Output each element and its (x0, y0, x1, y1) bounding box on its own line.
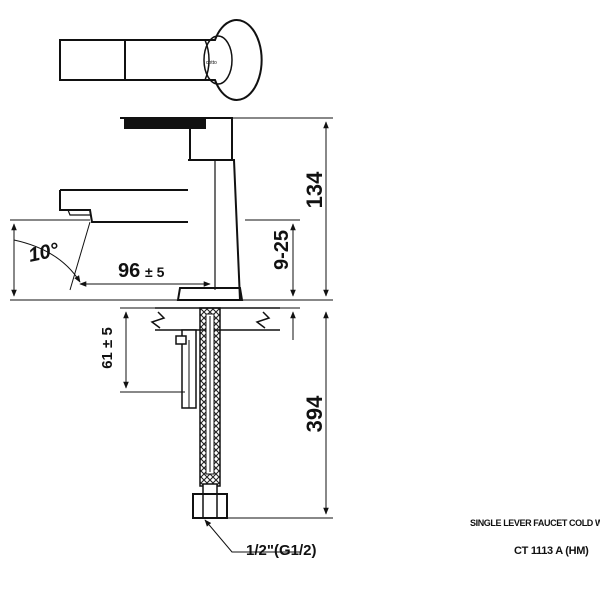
logo-text: cotto (206, 60, 217, 66)
product-name: SINGLE LEVER FAUCET COLD W (470, 518, 600, 528)
dim-spout-reach: 96 (118, 260, 140, 282)
dim-spout-angle: 10° (26, 239, 61, 267)
dim-thread-size: 1/2"(G1/2) (246, 542, 316, 559)
dim-hose-length: 394 (302, 395, 327, 432)
dim-aerator-offset: 9-25 (271, 230, 293, 270)
shank-and-hoses (175, 307, 228, 519)
product-code: CT 1113 A (HM) (514, 545, 589, 557)
dim-total-height: 134 (302, 171, 327, 208)
dim-shank-length: 61 ± 5 (99, 327, 116, 369)
dim-spout-reach-tol: ± 5 (145, 264, 165, 280)
dimension-lines (10, 117, 333, 553)
top-view: cotto (59, 19, 263, 101)
